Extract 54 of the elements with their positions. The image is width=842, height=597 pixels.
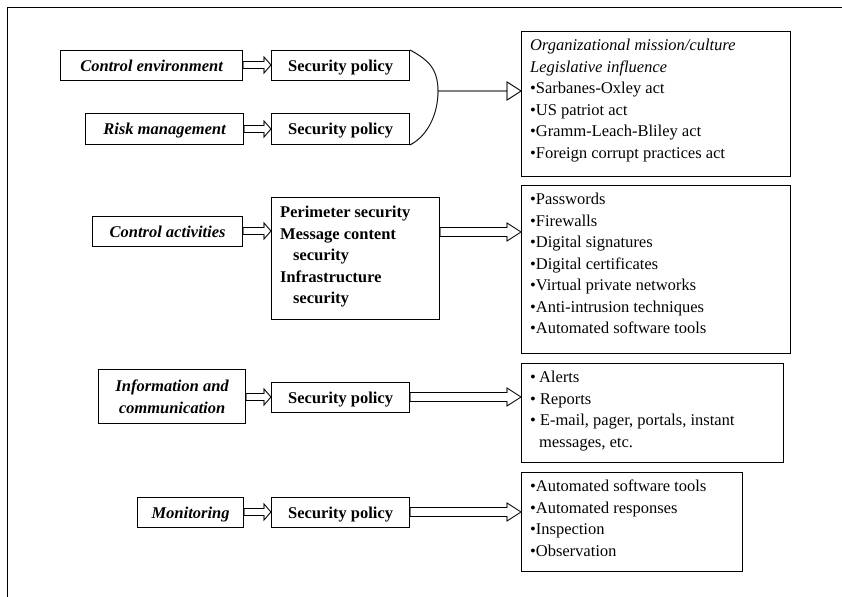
list-box xyxy=(521,472,743,572)
list-item: •Observation xyxy=(530,540,618,561)
arrow xyxy=(244,502,272,522)
label-box xyxy=(271,197,440,320)
box-label: Message content security xyxy=(280,222,397,266)
list-item: •Anti-intrusion techniques xyxy=(530,296,705,317)
label-box xyxy=(137,497,244,528)
label-box xyxy=(60,50,243,81)
list-item: • Reports xyxy=(530,388,592,409)
list-item: • Alerts xyxy=(530,366,580,388)
label-box xyxy=(98,369,246,424)
label-box xyxy=(271,382,410,413)
arrow xyxy=(242,56,272,74)
label-box xyxy=(271,497,410,528)
arrow xyxy=(246,388,272,406)
box-label: Control activities xyxy=(110,220,226,242)
list-box xyxy=(521,31,791,177)
box-label: Infrastructure security xyxy=(280,266,382,308)
list-item: •Foreign corrupt practices act xyxy=(530,142,726,163)
list-item: •Firewalls xyxy=(530,210,598,231)
box-label: Monitoring xyxy=(152,502,230,524)
label-box xyxy=(271,113,410,145)
arrow xyxy=(242,222,272,240)
box-label: Control environment xyxy=(80,54,223,76)
list-item: •Automated software tools xyxy=(530,475,708,496)
list-box xyxy=(521,363,784,463)
list-item: •Digital certificates xyxy=(530,252,660,274)
list-item: •Gramm-Leach-Bliley act xyxy=(530,120,702,142)
arrow xyxy=(244,120,272,138)
list-item: Legislative influence xyxy=(530,56,668,77)
box-label: Perimeter security xyxy=(280,201,412,222)
arrow xyxy=(410,502,522,522)
list-item: •Sarbanes-Oxley act xyxy=(530,77,666,98)
list-item: •Inspection xyxy=(530,518,606,540)
arrow xyxy=(410,387,522,407)
arrow xyxy=(440,222,522,242)
list-item: •Digital signatures xyxy=(530,231,654,252)
list-item: •US patriot act xyxy=(530,98,628,120)
label-box xyxy=(271,50,410,81)
box-label: Security policy xyxy=(288,54,393,76)
list-item: •Automated software tools xyxy=(530,317,708,338)
list-item: Organizational mission/culture xyxy=(530,34,736,56)
box-label: Risk management xyxy=(103,118,226,140)
list-item: •Virtual private networks xyxy=(530,274,698,296)
label-box xyxy=(85,113,244,145)
list-item: •Automated responses xyxy=(530,496,678,518)
list-item: • E-mail, pager, portals, instant messages, etc. xyxy=(530,409,736,452)
box-label: Security policy xyxy=(288,502,393,524)
box-label: Security policy xyxy=(288,386,393,408)
box-label: Information and communication xyxy=(114,375,230,418)
label-box xyxy=(92,216,243,247)
list-box xyxy=(521,185,791,354)
list-item: •Passwords xyxy=(530,188,606,210)
box-label: Security policy xyxy=(288,118,393,140)
